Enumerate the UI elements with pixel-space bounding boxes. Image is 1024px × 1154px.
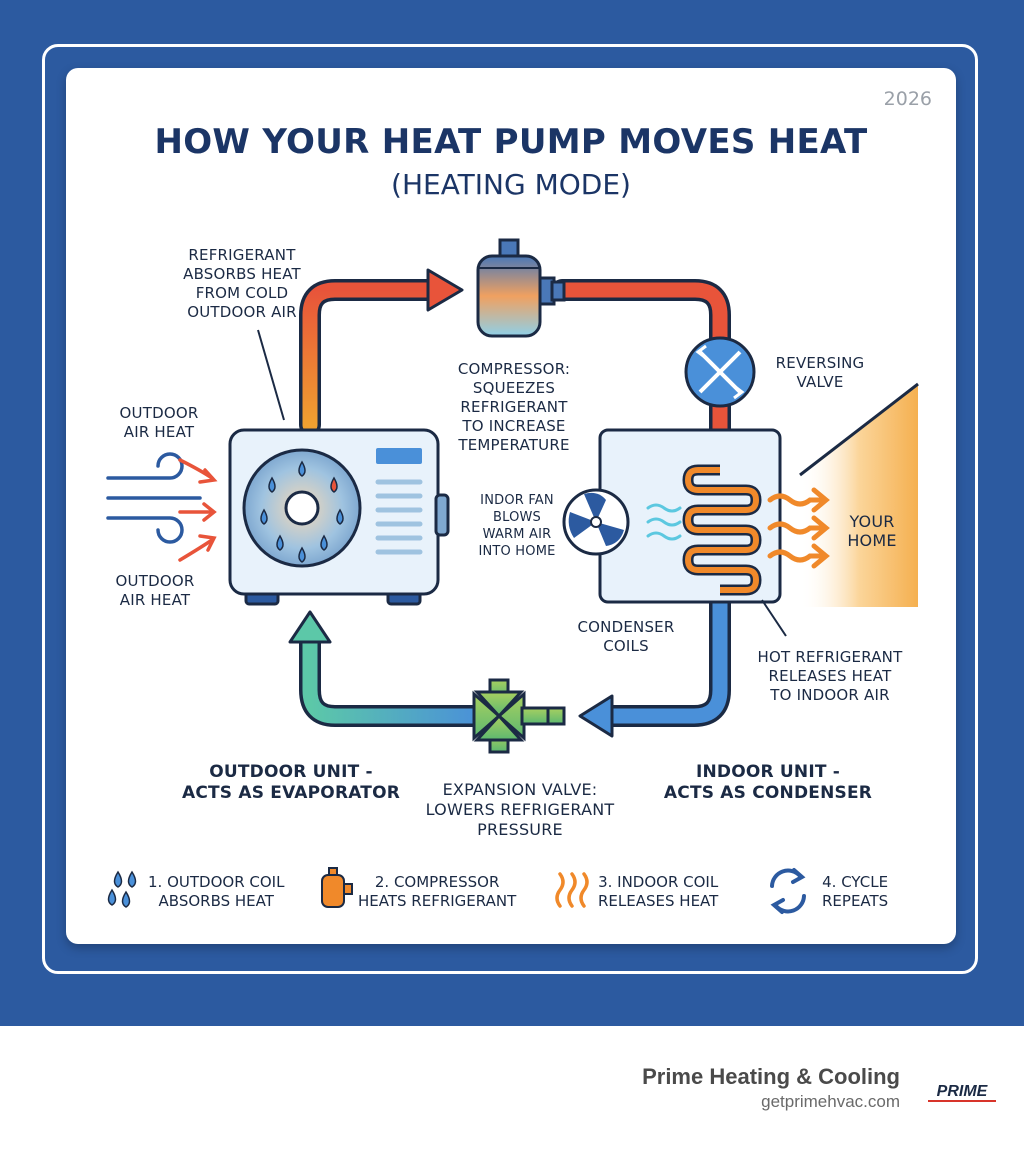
logo-wordmark: PRIME	[937, 1083, 989, 1100]
expansion-valve	[472, 678, 566, 754]
company-logo: PRIME	[928, 1083, 996, 1102]
frame-border	[42, 44, 978, 974]
legend-item-outdoor-coil: 1. OUTDOOR COIL ABSORBS HEAT	[142, 868, 284, 916]
label-hot-refrigerant: HOT REFRIGERANT RELEASES HEAT TO INDOOR …	[757, 648, 903, 704]
label-reversing-valve: REVERSING VALVE	[775, 354, 865, 391]
footer-company-name: Prime Heating & Cooling	[642, 1064, 900, 1089]
label-compressor: COMPRESSOR: SQUEEZES REFRIGERANT TO INCR…	[457, 360, 571, 454]
legend-text: 4. CYCLE REPEATS	[822, 873, 889, 910]
compressor	[476, 238, 566, 338]
label-indoor-unit: INDOOR UNIT - ACTS AS CONDENSER	[663, 762, 873, 803]
cycle-arrows-icon	[770, 868, 806, 914]
label-expansion-valve: EXPANSION VALVE: LOWERS REFRIGERANT PRES…	[425, 780, 615, 839]
heat-out-arrows	[767, 487, 830, 569]
footer-url[interactable]: getprimehvac.com	[761, 1092, 900, 1111]
legend-text: 2. COMPRESSOR HEATS REFRIGERANT	[358, 873, 517, 910]
heat-waves-icon	[555, 872, 589, 908]
legend-text: 3. INDOOR COIL RELEASES HEAT	[598, 873, 719, 910]
reversing-valve	[684, 336, 756, 408]
arrow-to-expansion	[578, 694, 614, 738]
legend-item-indoor-coil: 3. INDOOR COIL RELEASES HEAT	[592, 868, 718, 916]
outdoor-unit	[228, 428, 450, 606]
label-indoor-fan: INDOR FAN BLOWS WARM AIR INTO HOME	[478, 493, 556, 559]
label-condenser-coils: CONDENSER COILS	[577, 618, 675, 655]
page-title: HOW YOUR HEAT PUMP MOVES HEAT	[154, 122, 868, 162]
outdoor-air-arrows	[106, 452, 218, 562]
label-outdoor-air-heat-top: OUTDOOR AIR HEAT	[119, 404, 199, 441]
heat-pump-diagram	[106, 238, 919, 914]
legend-item-cycle: 4. CYCLE REPEATS	[816, 868, 888, 916]
leader-line-absorbs	[257, 329, 285, 421]
arrow-to-outdoor	[288, 610, 332, 644]
label-outdoor-unit: OUTDOOR UNIT - ACTS AS EVAPORATOR	[181, 762, 401, 803]
home-wall	[799, 382, 919, 607]
label-your-home: YOUR HOME	[847, 512, 897, 550]
year: 2026	[883, 88, 932, 110]
compressor-icon	[321, 867, 353, 908]
arrow-to-compressor	[426, 268, 464, 312]
droplets-icon	[107, 870, 137, 908]
label-outdoor-air-heat-bottom: OUTDOOR AIR HEAT	[115, 572, 195, 609]
page-subtitle: (HEATING MODE)	[391, 168, 631, 201]
label-refrigerant-absorbs: REFRIGERANT ABSORBS HEAT FROM COLD OUTDO…	[183, 246, 301, 321]
legend-text: 1. OUTDOOR COIL ABSORBS HEAT	[148, 873, 285, 910]
legend-item-compressor: 2. COMPRESSOR HEATS REFRIGERANT	[352, 868, 516, 916]
fan-droplets	[260, 460, 344, 563]
indoor-unit	[562, 428, 787, 637]
refrigerant-loop	[288, 268, 742, 738]
